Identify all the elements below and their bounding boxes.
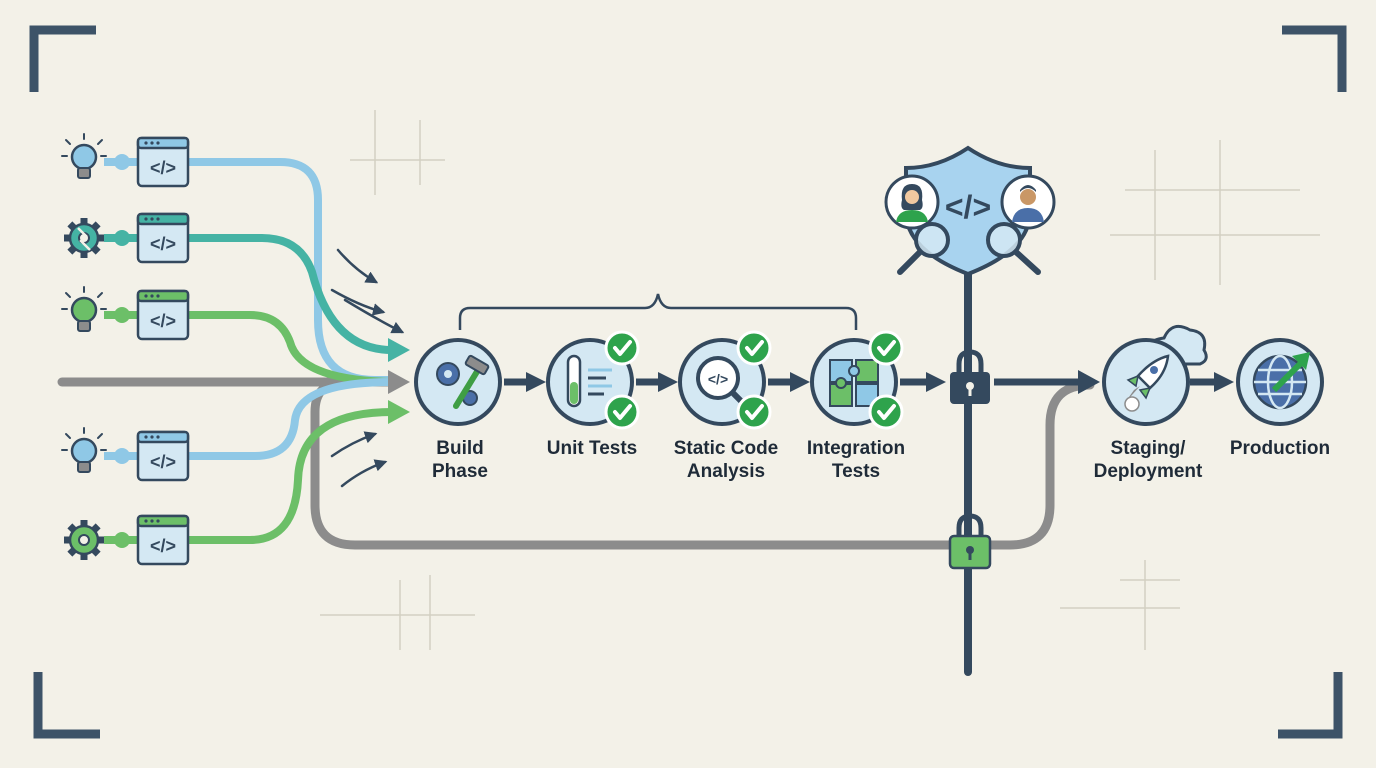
check-icon (868, 394, 904, 430)
code-window-icon: </> (136, 430, 190, 482)
puzzle-icon (829, 359, 879, 407)
svg-text:</>: </> (150, 452, 176, 472)
stage-label-integration-tests: Tests (832, 461, 880, 482)
svg-text:</>: </> (150, 311, 176, 331)
check-icon (736, 394, 772, 430)
gate-main-lock (950, 349, 990, 404)
svg-text:</>: </> (945, 189, 991, 225)
source-connector-dot (114, 154, 130, 170)
input-pipes (181, 158, 399, 544)
source-node: </> (64, 212, 190, 264)
pipe-3 (181, 311, 396, 386)
reviewer-male-icon (1000, 174, 1056, 230)
gear-icon (64, 520, 104, 560)
magnifier-right-icon (986, 222, 1041, 275)
code-review-shield: </> (884, 145, 1056, 277)
frame-corners (29, 25, 1347, 739)
svg-text:</>: </> (150, 536, 176, 556)
reviewer-female-icon (884, 174, 940, 230)
check-icon (604, 330, 640, 366)
gear-broken-icon (64, 218, 104, 258)
corner-top-left (29, 25, 96, 92)
svg-text:</>: </> (150, 158, 176, 178)
corner-bottom-right (1278, 672, 1343, 739)
check-icon (736, 330, 772, 366)
stage-connectors (504, 370, 1234, 394)
rocket-cloud-icon (1124, 354, 1170, 412)
testing-bracket (458, 293, 858, 330)
source-node: </> (61, 133, 190, 188)
stage-label-production: Production (1230, 438, 1330, 459)
corner-top-right (1282, 25, 1347, 92)
pipe-2 (181, 234, 396, 354)
lightbulb-icon (61, 286, 107, 332)
lightbulb-icon (61, 133, 107, 179)
code-window-icon: </> (136, 514, 190, 566)
source-connector-dot (114, 307, 130, 323)
code-window-icon: </> (136, 289, 190, 341)
gear-hammer-icon (436, 354, 490, 409)
decorative-crosshairs (320, 110, 1320, 650)
svg-text:</>: </> (708, 371, 728, 387)
corner-bottom-left (33, 672, 100, 739)
arrowhead-green (388, 400, 410, 424)
stage-label-build: Build (436, 438, 484, 459)
code-window-icon: </> (136, 212, 190, 264)
code-window-icon: </> (136, 136, 190, 188)
stage-label-build: Phase (432, 461, 488, 482)
source-node: </> (61, 286, 190, 341)
stage-label-static-analysis: Static Code (674, 438, 779, 459)
stage-production (1236, 338, 1324, 426)
lightbulb-icon (61, 427, 107, 473)
pipe-4 (181, 378, 396, 460)
source-node: </> (64, 514, 190, 566)
bypass-path (310, 377, 1095, 550)
stage-label-integration-tests: Integration (807, 438, 905, 459)
stage-build (414, 338, 502, 426)
pipe-arrowheads (388, 338, 410, 424)
stage-staging (1102, 324, 1208, 426)
code-magnifier-icon: </> (696, 356, 751, 411)
stage-label-staging: Deployment (1094, 461, 1203, 482)
globe-arrow-icon (1252, 352, 1310, 410)
source-connector-dot (114, 532, 130, 548)
stage-label-staging: Staging/ (1111, 438, 1187, 459)
check-icon (868, 330, 904, 366)
test-tube-icon (566, 354, 612, 408)
check-badges (604, 330, 904, 430)
gate-bypass-lock (948, 513, 992, 570)
source-connector-dot (114, 448, 130, 464)
source-connector-dot (114, 230, 130, 246)
arrowhead-gray (388, 370, 410, 394)
svg-text:</>: </> (150, 234, 176, 254)
source-node: </> (61, 427, 190, 482)
stage-label-unit-tests: Unit Tests (547, 438, 637, 459)
motion-arrows (330, 248, 405, 488)
check-icon (604, 394, 640, 430)
magnifier-left-icon (897, 222, 950, 275)
stage-label-static-analysis: Analysis (687, 461, 765, 482)
source-nodes: </> </> </> </> </> (61, 133, 190, 566)
arrowhead-teal (388, 338, 410, 362)
pipe-5 (181, 408, 396, 544)
